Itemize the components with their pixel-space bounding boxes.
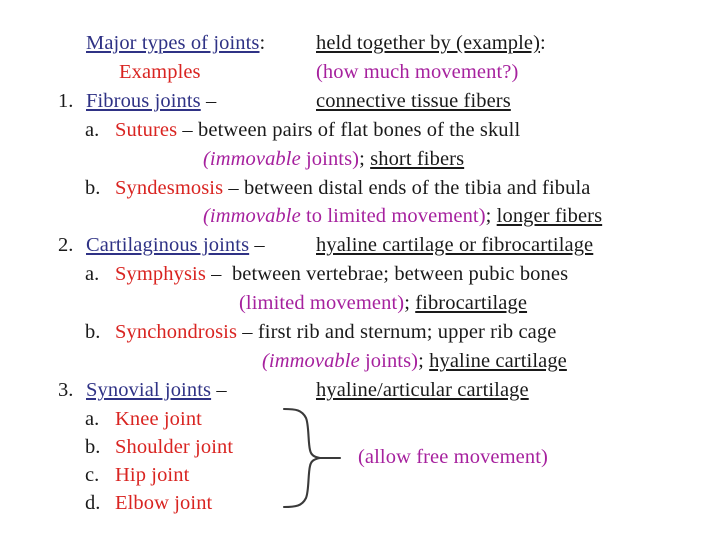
sublist-item-synchondrosis-description: first rib and sternum; upper rib cage [257, 321, 557, 343]
header-left-subtitle-text: Examples [119, 61, 201, 83]
sublist-item-symphysis-description: between vertebrae; between pubic bones [231, 263, 569, 285]
list-item-fibrous-joints-term: Fibrous joints [86, 90, 201, 112]
sublist-item-knee-joint: Knee joint [115, 409, 202, 430]
sublist-note-sutures: (immovable joints); short fibers [203, 149, 464, 170]
list-item-synovial-joints: Synovial joints – [86, 380, 227, 401]
sublist-item-hip-joint-label: Hip joint [115, 464, 190, 486]
sublist-marker-2b: b. [85, 321, 101, 343]
sublist-item-shoulder-joint-label: Shoulder joint [115, 436, 234, 458]
sublist-note-synchondrosis: (immovable joints); hyaline cartilage [262, 351, 567, 372]
sublist-note-synchondrosis-rest: joints) [359, 350, 419, 372]
sublist-note-symphysis-underlined: fibrocartilage [415, 292, 528, 314]
sublist-item-elbow-joint: Elbow joint [115, 493, 212, 514]
sublist-marker-2a: a. [85, 263, 100, 285]
sublist-item-symphysis-term: Symphysis [115, 263, 206, 285]
sublist-note-symphysis: (limited movement); fibrocartilage [239, 293, 527, 314]
header-right-subtitle-text: (how much movement?) [316, 61, 519, 83]
sublist-item-sutures-term: Sutures [115, 119, 178, 141]
sublist-item-synchondrosis: Synchondrosis – first rib and sternum; u… [115, 322, 556, 343]
list-item-fibrous-joints: Fibrous joints – [86, 91, 216, 112]
sublist-note-symphysis-semicolon: ; [404, 292, 416, 314]
brace-note-text: (allow free movement) [358, 446, 548, 468]
list-item-cartilaginous-joints: Cartilaginous joints – [86, 235, 265, 256]
sublist-note-synchondrosis-underlined: hyaline cartilage [429, 350, 567, 372]
list-marker-1: 1. [58, 90, 74, 112]
sublist-note-syndesmosis-italic: (immovable [203, 205, 301, 227]
sublist-item-syndesmosis: Syndesmosis – between distal ends of the… [115, 178, 590, 199]
sublist-item-symphysis: Symphysis – between vertebrae; between p… [115, 264, 568, 285]
sublist-note-syndesmosis-underlined: longer fibers [496, 205, 603, 227]
sublist-item-knee-joint-label: Knee joint [115, 408, 202, 430]
header-left-title: Major types of joints: [86, 33, 265, 54]
sublist-note-syndesmosis-semicolon: ; [485, 205, 497, 227]
list-item-synovial-joints-dash: – [211, 379, 227, 401]
sublist-marker-3d: d. [85, 492, 101, 514]
sublist-note-syndesmosis: (immovable to limited movement); longer … [203, 206, 602, 227]
sublist-item-sutures-description: between pairs of flat bones of the skull [198, 119, 521, 141]
header-left-title-text: Major types of joints [86, 32, 260, 54]
sublist-note-syndesmosis-rest: to limited movement) [300, 205, 486, 227]
curly-brace-icon [282, 404, 354, 512]
sublist-item-hip-joint: Hip joint [115, 465, 189, 486]
sublist-note-sutures-semicolon: ; [359, 148, 371, 170]
sublist-item-syndesmosis-term: Syndesmosis [115, 177, 224, 199]
list-marker-3: 3. [58, 379, 74, 401]
sublist-marker-3c: c. [85, 464, 100, 486]
sublist-note-sutures-underlined: short fibers [370, 148, 465, 170]
header-right-subtitle: (how much movement?) [316, 62, 518, 83]
sublist-marker-1a: a. [85, 119, 100, 141]
header-left-title-colon: : [259, 32, 266, 54]
list-item-synovial-joints-term: Synovial joints [86, 379, 212, 401]
list-marker-2: 2. [58, 234, 74, 256]
sublist-item-syndesmosis-description: between distal ends of the tibia and fib… [244, 177, 591, 199]
list-item-fibrous-joints-dash: – [200, 90, 217, 112]
sublist-note-symphysis-rest: (limited movement) [239, 292, 405, 314]
sublist-item-shoulder-joint: Shoulder joint [115, 437, 233, 458]
sublist-marker-3b: b. [85, 436, 101, 458]
list-item-synovial-joints-right-text: hyaline/articular cartilage [316, 379, 529, 401]
header-right-title-text: held together by (example) [316, 32, 541, 54]
list-item-cartilaginous-joints-right-text: hyaline cartilage or fibrocartilage [316, 234, 594, 256]
sublist-note-sutures-rest: joints) [300, 148, 360, 170]
list-item-cartilaginous-joints-term: Cartilaginous joints [86, 234, 250, 256]
header-right-title: held together by (example): [316, 33, 546, 54]
sublist-marker-3a: a. [85, 408, 100, 430]
sublist-item-syndesmosis-dash: – [223, 177, 244, 199]
list-item-cartilaginous-joints-dash: – [249, 234, 265, 256]
header-right-title-colon: : [540, 32, 546, 54]
sublist-note-synchondrosis-italic: (immovable [262, 350, 360, 372]
sublist-note-synchondrosis-semicolon: ; [418, 350, 430, 372]
header-left-subtitle: Examples [119, 62, 201, 83]
sublist-item-sutures: Sutures – between pairs of flat bones of… [115, 120, 520, 141]
sublist-item-symphysis-dash: – [205, 263, 232, 285]
list-item-fibrous-joints-right-text: connective tissue fibers [316, 90, 511, 112]
list-item-cartilaginous-joints-right: hyaline cartilage or fibrocartilage [316, 235, 593, 256]
sublist-note-sutures-italic: (immovable [203, 148, 301, 170]
brace-note: (allow free movement) [358, 447, 548, 468]
sublist-item-elbow-joint-label: Elbow joint [115, 492, 213, 514]
list-item-synovial-joints-right: hyaline/articular cartilage [316, 380, 529, 401]
sublist-item-sutures-dash: – [177, 119, 199, 141]
list-item-fibrous-joints-right: connective tissue fibers [316, 91, 511, 112]
sublist-item-synchondrosis-dash: – [237, 321, 258, 343]
sublist-item-synchondrosis-term: Synchondrosis [115, 321, 238, 343]
sublist-marker-1b: b. [85, 177, 101, 199]
